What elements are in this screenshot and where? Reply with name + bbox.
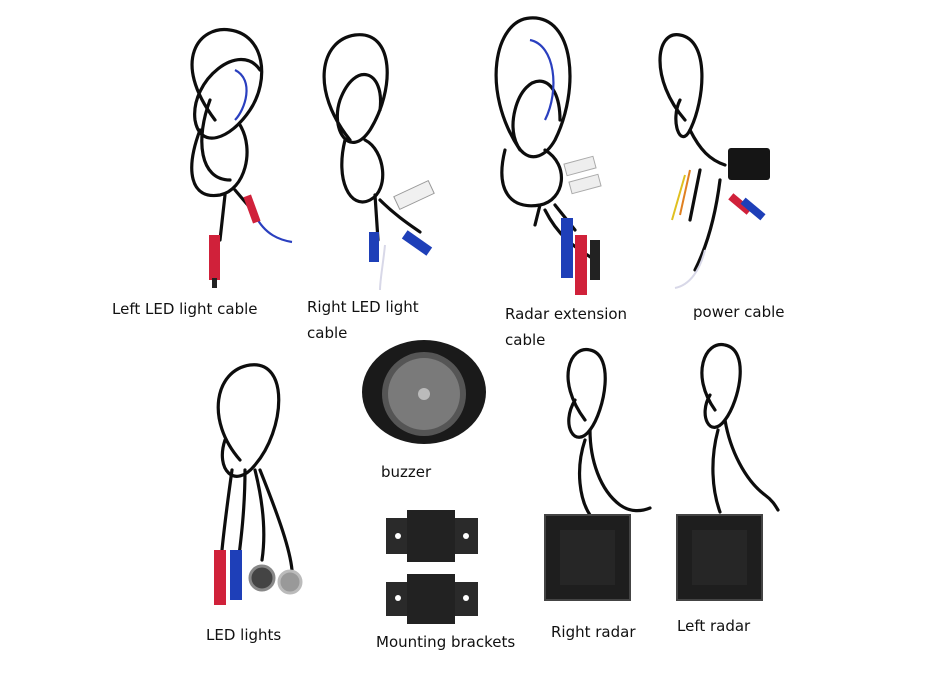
right-led-cable-image bbox=[322, 33, 435, 291]
buzzer-label: buzzer bbox=[381, 463, 432, 481]
radar-extension-cable-label-line2: cable bbox=[505, 331, 546, 349]
left-radar-image bbox=[676, 343, 780, 601]
mounting-brackets-image bbox=[386, 510, 478, 624]
left-led-cable-label: Left LED light cable bbox=[112, 300, 258, 318]
mounting-brackets-label: Mounting brackets bbox=[376, 633, 516, 651]
power-cable-label: power cable bbox=[693, 303, 785, 321]
radar-extension-cable-label-line1: Radar extension bbox=[505, 305, 628, 323]
radar-extension-cable-image bbox=[494, 16, 602, 295]
left-radar-label: Left radar bbox=[677, 617, 751, 635]
left-led-cable-image bbox=[190, 27, 293, 288]
led-lights-image bbox=[214, 363, 303, 605]
power-cable-image bbox=[658, 33, 770, 289]
right-led-cable-label-line2: cable bbox=[307, 324, 348, 342]
right-radar-image bbox=[544, 348, 652, 601]
buzzer-image bbox=[362, 340, 486, 444]
right-led-cable-label-line1: Right LED light bbox=[307, 298, 419, 316]
right-radar-label: Right radar bbox=[551, 623, 636, 641]
led-lights-label: LED lights bbox=[206, 626, 282, 644]
